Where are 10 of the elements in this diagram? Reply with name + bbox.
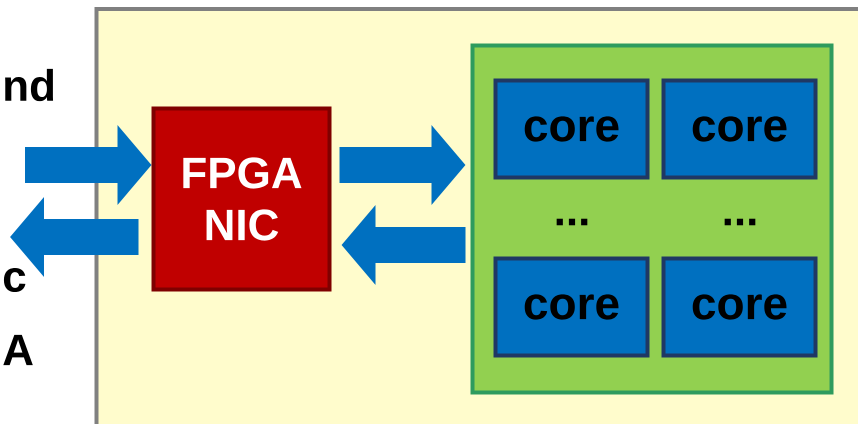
- core-box: core: [662, 78, 818, 180]
- core-box: core: [662, 256, 818, 358]
- cut-off-text: A: [3, 334, 33, 366]
- core-box: core: [494, 256, 650, 358]
- cut-off-text: nd: [5, 68, 54, 102]
- cut-off-text: c: [4, 268, 26, 292]
- nic-box: FPGA NIC: [152, 106, 332, 292]
- ellipsis: ...: [556, 218, 588, 226]
- core-box: core: [494, 78, 650, 180]
- ellipsis: ...: [724, 218, 756, 226]
